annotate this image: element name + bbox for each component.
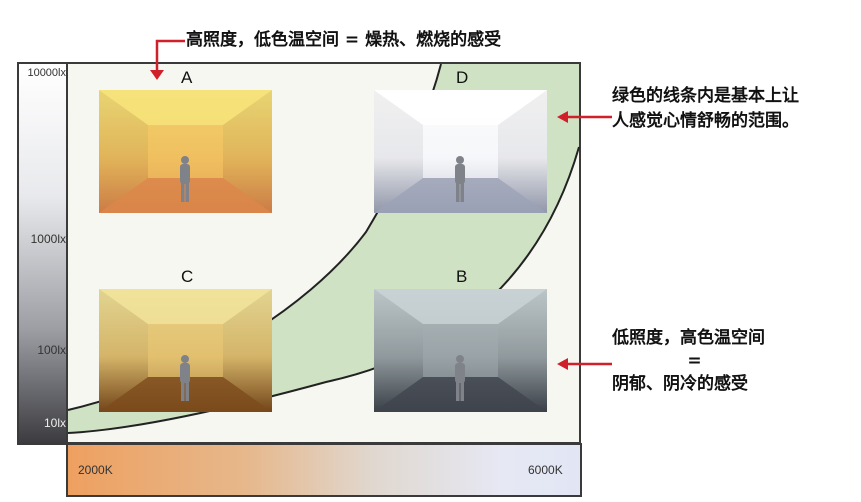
room-label: D [456, 68, 469, 87]
room-illustration [374, 289, 547, 412]
y-tick-10000: 10000lx [27, 67, 66, 79]
lower-curve [67, 146, 580, 434]
x-start-label: 2000K [78, 463, 113, 477]
illuminance-scale [17, 62, 70, 445]
y-tick-1000: 1000lx [30, 232, 66, 246]
room-illustration [99, 289, 272, 412]
room-illustration [99, 90, 272, 213]
top-annotation: 高照度，低色温空间 = 燥热、燃烧的感受 [186, 30, 502, 50]
gloomy-annotation-line1: 低照度，高色温空间 [612, 328, 765, 348]
person-icon [180, 355, 190, 401]
gloomy-annotation-line3: 阴郁、阴冷的感受 [612, 374, 748, 394]
room-label: C [181, 267, 194, 286]
room-label: A [181, 68, 193, 87]
person-icon [455, 156, 465, 202]
y-tick-10: 10lx [43, 416, 66, 430]
color-temp-scale [66, 443, 582, 497]
room-illustration [374, 90, 547, 213]
person-icon [455, 355, 465, 401]
person-icon [180, 156, 190, 202]
y-tick-100: 100lx [37, 343, 66, 357]
room-label: B [456, 267, 468, 286]
x-end-label: 6000K [528, 463, 563, 477]
gloomy-annotation-line2: = [687, 351, 702, 371]
comfort-annotation-line1: 绿色的线条内是基本上让 [612, 86, 799, 106]
comfort-annotation-line2: 人感觉心情舒畅的范围。 [612, 111, 799, 131]
